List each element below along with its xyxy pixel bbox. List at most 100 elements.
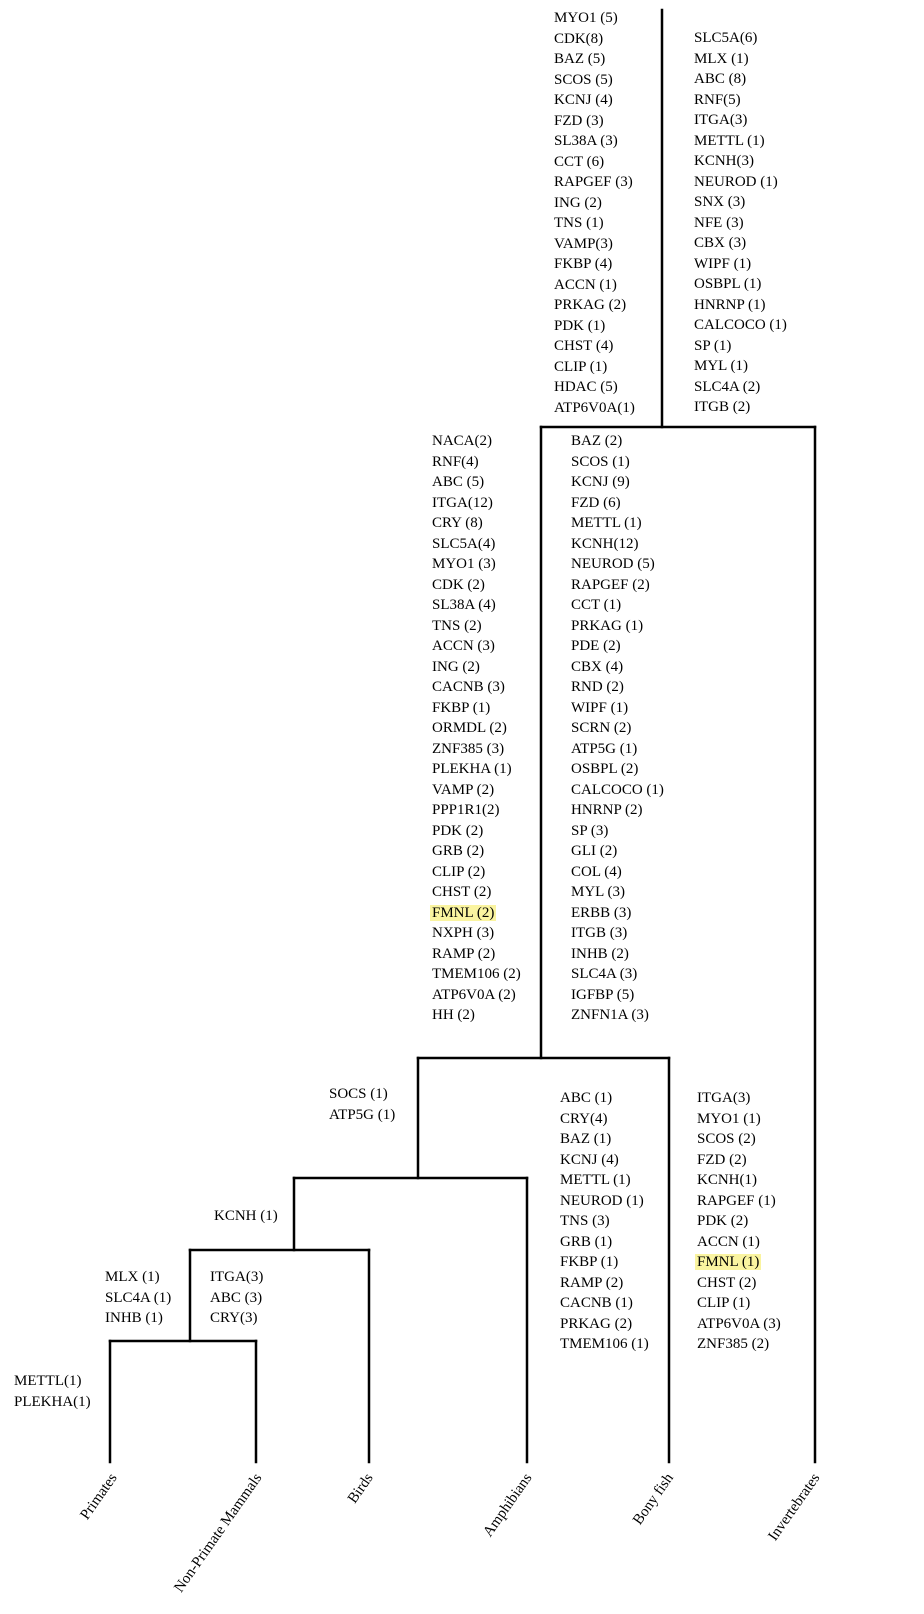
- gene-entry: RAPGEF (2): [571, 576, 650, 593]
- gene-entry: SP (1): [694, 337, 732, 354]
- gene-entry: CLIP (1): [697, 1295, 751, 1311]
- gene-entry: CDK (2): [432, 576, 485, 593]
- gene-list-top-left: MYO1 (5) CDK(8) BAZ (5) SCOS (5) KCNJ (4) FZD…: [554, 8, 635, 418]
- gene-entry: BAZ (1): [560, 1131, 612, 1147]
- gene-entry: SCOS (5): [554, 71, 613, 88]
- gene-entry: SLC4A (3): [571, 966, 638, 982]
- gene-entry: PRKAG (1): [571, 617, 644, 634]
- gene-entry: PRKAG (2): [554, 297, 627, 313]
- gene-entry: TNS (2): [432, 617, 482, 634]
- gene-entry: ZNF385 (2): [697, 1336, 770, 1352]
- gene-entry: ATP6V0A(1): [554, 399, 635, 416]
- gene-entry: ITGA(3): [697, 1090, 751, 1106]
- gene-entry: ITGA(3): [210, 1269, 264, 1285]
- gene-entry: ING (2): [432, 658, 480, 675]
- gene-entry: TMEM106 (2): [432, 966, 521, 982]
- gene-list-bony-fish: ITGA(3)MYO1 (1)SCOS (2)FZD (2)KCNH(1)RAP…: [695, 1088, 781, 1355]
- gene-entry: ACCN (3): [432, 638, 495, 654]
- gene-entry: MYO1 (1): [697, 1110, 761, 1127]
- gene-entry: CLIP (2): [432, 863, 486, 880]
- gene-entry: METTL(1): [14, 1373, 82, 1389]
- gene-entry: CACNB (3): [432, 679, 505, 695]
- gene-entry: SCRN (2): [571, 720, 632, 736]
- gene-entry: MLX (1): [105, 1269, 160, 1285]
- gene-list-amniote-stem: KCNH (1): [214, 1206, 278, 1227]
- gene-entry: GLI (2): [571, 843, 618, 859]
- gene-entry: GRB (2): [432, 843, 485, 859]
- gene-entry: CRY(4): [560, 1110, 608, 1127]
- gene-list-vertebrate-stem: SOCS (1)ATP5G (1): [329, 1084, 395, 1125]
- gene-entry: CBX (3): [694, 235, 747, 251]
- gene-entry: CALCOCO (1): [694, 317, 787, 333]
- gene-entry: CBX (4): [571, 658, 624, 675]
- gene-entry: ITGB (2): [694, 399, 751, 415]
- gene-entry: SLC4A (2): [694, 378, 761, 395]
- gene-entry: ACCN (1): [554, 276, 617, 293]
- gene-list-middle-left: NACA(2)RNF(4)ABC (5)ITGA(12)CRY (8)SLC5A…: [430, 431, 521, 1026]
- gene-entry: PDK (2): [697, 1213, 749, 1229]
- gene-entry: CALCOCO (1): [571, 781, 664, 798]
- gene-entry: FZD (2): [697, 1151, 747, 1168]
- gene-entry: PRKAG (2): [560, 1315, 633, 1332]
- gene-entry: SCOS (1): [571, 453, 630, 470]
- gene-entry: VAMP (2): [432, 781, 495, 798]
- gene-entry: FZD (3): [554, 112, 604, 129]
- gene-entry: PDK (2): [432, 822, 484, 839]
- gene-entry: KCNJ (9): [571, 474, 630, 490]
- gene-entry: NFE (3): [694, 214, 744, 231]
- gene-entry: SLC4A (1): [105, 1289, 172, 1306]
- gene-entry: NEUROD (5): [571, 556, 655, 572]
- gene-entry: BAZ (5): [554, 51, 606, 67]
- gene-entry: PPP1R1(2): [432, 802, 500, 818]
- gene-entry: ATP5G (1): [329, 1106, 396, 1123]
- gene-entry: VAMP(3): [554, 235, 613, 252]
- gene-entry: HH (2): [432, 1007, 475, 1023]
- gene-entry: ATP6V0A (2): [432, 986, 516, 1003]
- gene-entry: ITGA(3): [694, 112, 748, 128]
- gene-entry: KCNH(3): [694, 153, 754, 169]
- gene-entry: TNS (3): [560, 1213, 610, 1229]
- gene-entry: CHST (2): [697, 1274, 757, 1291]
- gene-entry: ITGA(12): [432, 494, 493, 511]
- gene-list-birds: ITGA(3) ABC (3) CRY(3): [210, 1267, 263, 1329]
- gene-list-primates: METTL(1)PLEKHA(1): [14, 1371, 91, 1412]
- gene-entry: MYL (3): [571, 884, 626, 900]
- gene-entry: CCT (6): [554, 153, 605, 170]
- gene-entry: SNX (3): [694, 194, 746, 210]
- gene-entry: TNS (1): [554, 215, 604, 231]
- gene-entry: PLEKHA (1): [432, 761, 512, 777]
- gene-entry: BAZ (2): [571, 433, 623, 449]
- gene-entry: TMEM106 (1): [560, 1336, 649, 1352]
- gene-entry: CRY(3): [210, 1310, 258, 1326]
- gene-entry: MLX (1): [694, 50, 749, 67]
- gene-entry: MYO1 (5): [554, 10, 618, 26]
- gene-entry: CCT (1): [571, 597, 622, 613]
- gene-list-mammal-stem: MLX (1)SLC4A (1)INHB (1): [105, 1267, 171, 1329]
- gene-entry: CHST (4): [554, 338, 614, 354]
- gene-entry: SL38A (3): [554, 133, 618, 149]
- gene-entry: ABC (8): [694, 71, 747, 87]
- gene-entry: RAPGEF (1): [697, 1192, 776, 1209]
- gene-entry: NACA(2): [432, 433, 492, 449]
- gene-list-top-right: SLC5A(6)MLX (1)ABC (8)RNF(5)ITGA(3)METTL…: [694, 28, 787, 418]
- gene-entry: METTL (1): [571, 515, 642, 531]
- gene-entry-highlighted: FMNL (2): [430, 904, 497, 921]
- gene-entry: PDK (1): [554, 317, 606, 334]
- gene-entry: OSBPL (1): [694, 276, 762, 292]
- gene-entry: RAMP (2): [560, 1274, 624, 1291]
- gene-entry: RNF(4): [432, 453, 479, 470]
- gene-entry: FKBP (4): [554, 256, 613, 272]
- gene-entry: ABC (3): [210, 1289, 263, 1306]
- gene-entry: ING (2): [554, 194, 602, 211]
- gene-entry: WIPF (1): [571, 699, 629, 716]
- gene-entry: MYO1 (3): [432, 556, 496, 572]
- gene-entry: CDK(8): [554, 30, 604, 47]
- gene-entry: WIPF (1): [694, 255, 752, 272]
- gene-entry: HNRNP (2): [571, 802, 643, 818]
- gene-entry: ORMDL (2): [432, 720, 507, 736]
- gene-list-middle-right: BAZ (2)SCOS (1)KCNJ (9)FZD (6)METTL (1)K…: [571, 431, 664, 1026]
- gene-entry: ATP5G (1): [571, 740, 638, 757]
- gene-entry: ZNFN1A (3): [571, 1007, 649, 1023]
- gene-entry: KCNJ (4): [554, 92, 613, 108]
- gene-list-amphibians: ABC (1)CRY(4)BAZ (1)KCNJ (4)METTL (1)NEU…: [560, 1088, 649, 1355]
